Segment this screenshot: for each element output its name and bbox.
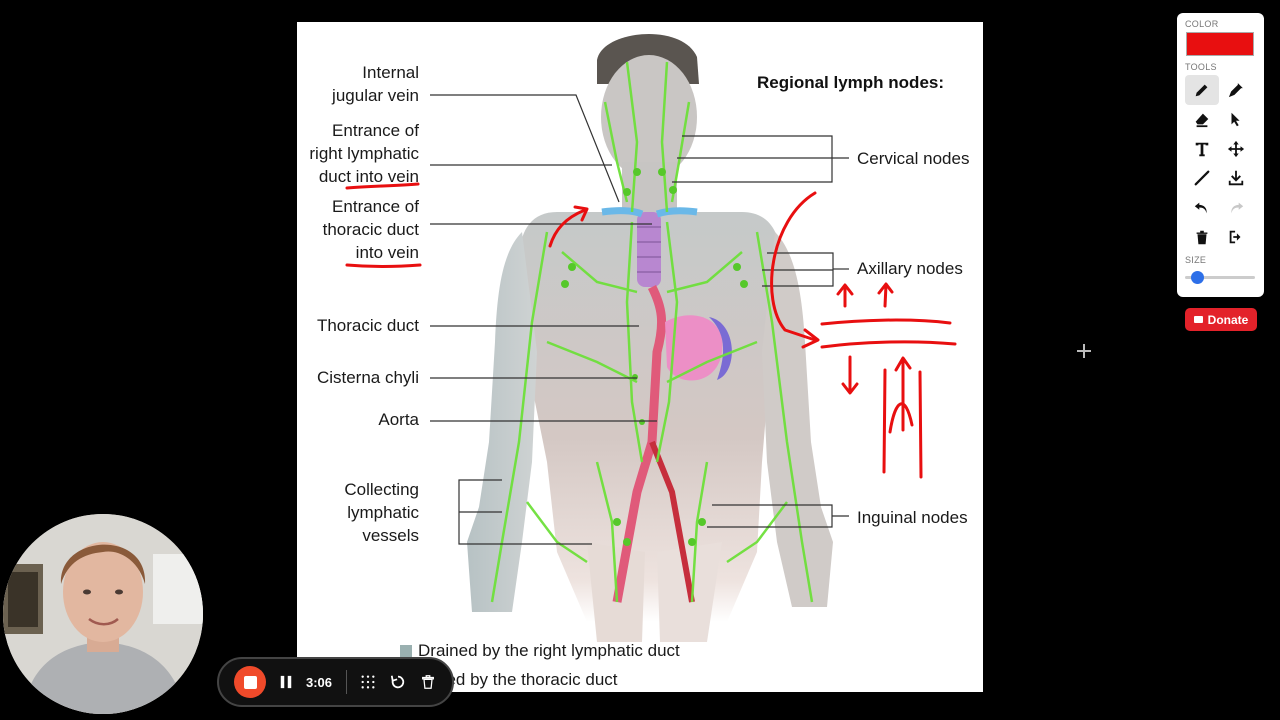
donate-button[interactable]: Donate [1185, 308, 1257, 331]
restart-icon [390, 675, 405, 689]
label-inguinal-nodes: Inguinal nodes [857, 508, 968, 527]
grid-button[interactable] [359, 673, 377, 691]
pause-icon [280, 675, 292, 689]
size-slider[interactable] [1185, 269, 1255, 285]
tool-grid [1185, 75, 1256, 252]
lymphatic-system-figure: Internal jugular vein Entrance of right … [297, 22, 983, 692]
move-icon [1227, 140, 1245, 157]
stop-icon [243, 675, 257, 689]
legend-text-right: Drained by the right lymphatic duct [418, 641, 680, 660]
text-icon [1195, 142, 1209, 156]
label-axillary-nodes: Axillary nodes [857, 259, 963, 278]
label-thoracic-duct-entrance: Entrance of thoracic duct into vein [322, 197, 419, 262]
restart-button[interactable] [389, 673, 407, 691]
label-cisterna-chyli: Cisterna chyli [316, 368, 419, 387]
trash-icon [422, 675, 434, 689]
pointer-tool[interactable] [1219, 105, 1253, 135]
drawing-tool-palette: COLOR TOOLS [1177, 13, 1264, 297]
pointer-icon [1231, 112, 1240, 127]
redo-icon [1231, 202, 1244, 214]
body-illustration [430, 33, 849, 642]
highlighter-tool[interactable] [1219, 75, 1253, 105]
download-icon [1228, 171, 1244, 186]
exit-icon [1229, 230, 1241, 244]
clear-tool[interactable] [1185, 223, 1219, 253]
line-icon [1194, 170, 1210, 186]
legend-right-lymphatic: Drained by the right lymphatic duct [400, 641, 680, 661]
download-tool[interactable] [1219, 164, 1253, 194]
donate-label: Donate [1207, 312, 1249, 327]
color-label: COLOR [1185, 19, 1219, 29]
webcam-preview[interactable] [3, 514, 203, 714]
presenter-video [3, 514, 203, 714]
legend-swatch-right [400, 645, 412, 657]
tools-label: TOOLS [1185, 62, 1217, 72]
crosshair-cursor-icon [1077, 344, 1091, 358]
coffee-cup-icon [1193, 316, 1203, 323]
size-slider-thumb[interactable] [1190, 271, 1204, 284]
undo-icon [1194, 202, 1207, 214]
pause-button[interactable] [278, 673, 294, 691]
label-cervical-nodes: Cervical nodes [857, 149, 970, 168]
legend-thoracic: ned by the thoracic duct [437, 670, 618, 690]
color-picker[interactable] [1186, 32, 1254, 56]
label-thoracic-duct: Thoracic duct [316, 316, 419, 335]
undo-tool[interactable] [1185, 193, 1219, 223]
toolbar-divider [346, 670, 348, 694]
highlighter-icon [1228, 83, 1243, 97]
dot-grid-icon [361, 675, 375, 689]
pen-tool[interactable] [1185, 75, 1219, 105]
label-internal-jugular-vein: Internal jugular vein [332, 63, 419, 105]
pen-icon [1195, 84, 1208, 97]
redo-tool[interactable] [1219, 193, 1253, 223]
label-collecting-lymphatic-vessels: Collecting lymphatic vessels [344, 480, 419, 545]
recording-toolbar: 3:06 [217, 657, 454, 707]
delete-recording-button[interactable] [419, 673, 437, 691]
move-tool[interactable] [1219, 134, 1253, 164]
legend-text-thoracic: ned by the thoracic duct [437, 670, 618, 689]
recording-timer: 3:06 [306, 674, 333, 690]
size-label: SIZE [1185, 255, 1207, 265]
line-tool[interactable] [1185, 164, 1219, 194]
label-right-lymphatic-duct-entrance: Entrance of right lymphatic duct into ve… [309, 121, 419, 186]
trash-icon [1196, 230, 1208, 245]
regional-lymph-nodes-heading: Regional lymph nodes: [757, 73, 945, 92]
label-aorta: Aorta [378, 410, 419, 429]
text-tool[interactable] [1185, 134, 1219, 164]
exit-tool[interactable] [1219, 223, 1253, 253]
size-slider-track [1185, 276, 1255, 279]
eraser-tool[interactable] [1185, 105, 1219, 135]
stop-recording-button[interactable] [234, 666, 266, 698]
eraser-icon [1195, 113, 1209, 128]
